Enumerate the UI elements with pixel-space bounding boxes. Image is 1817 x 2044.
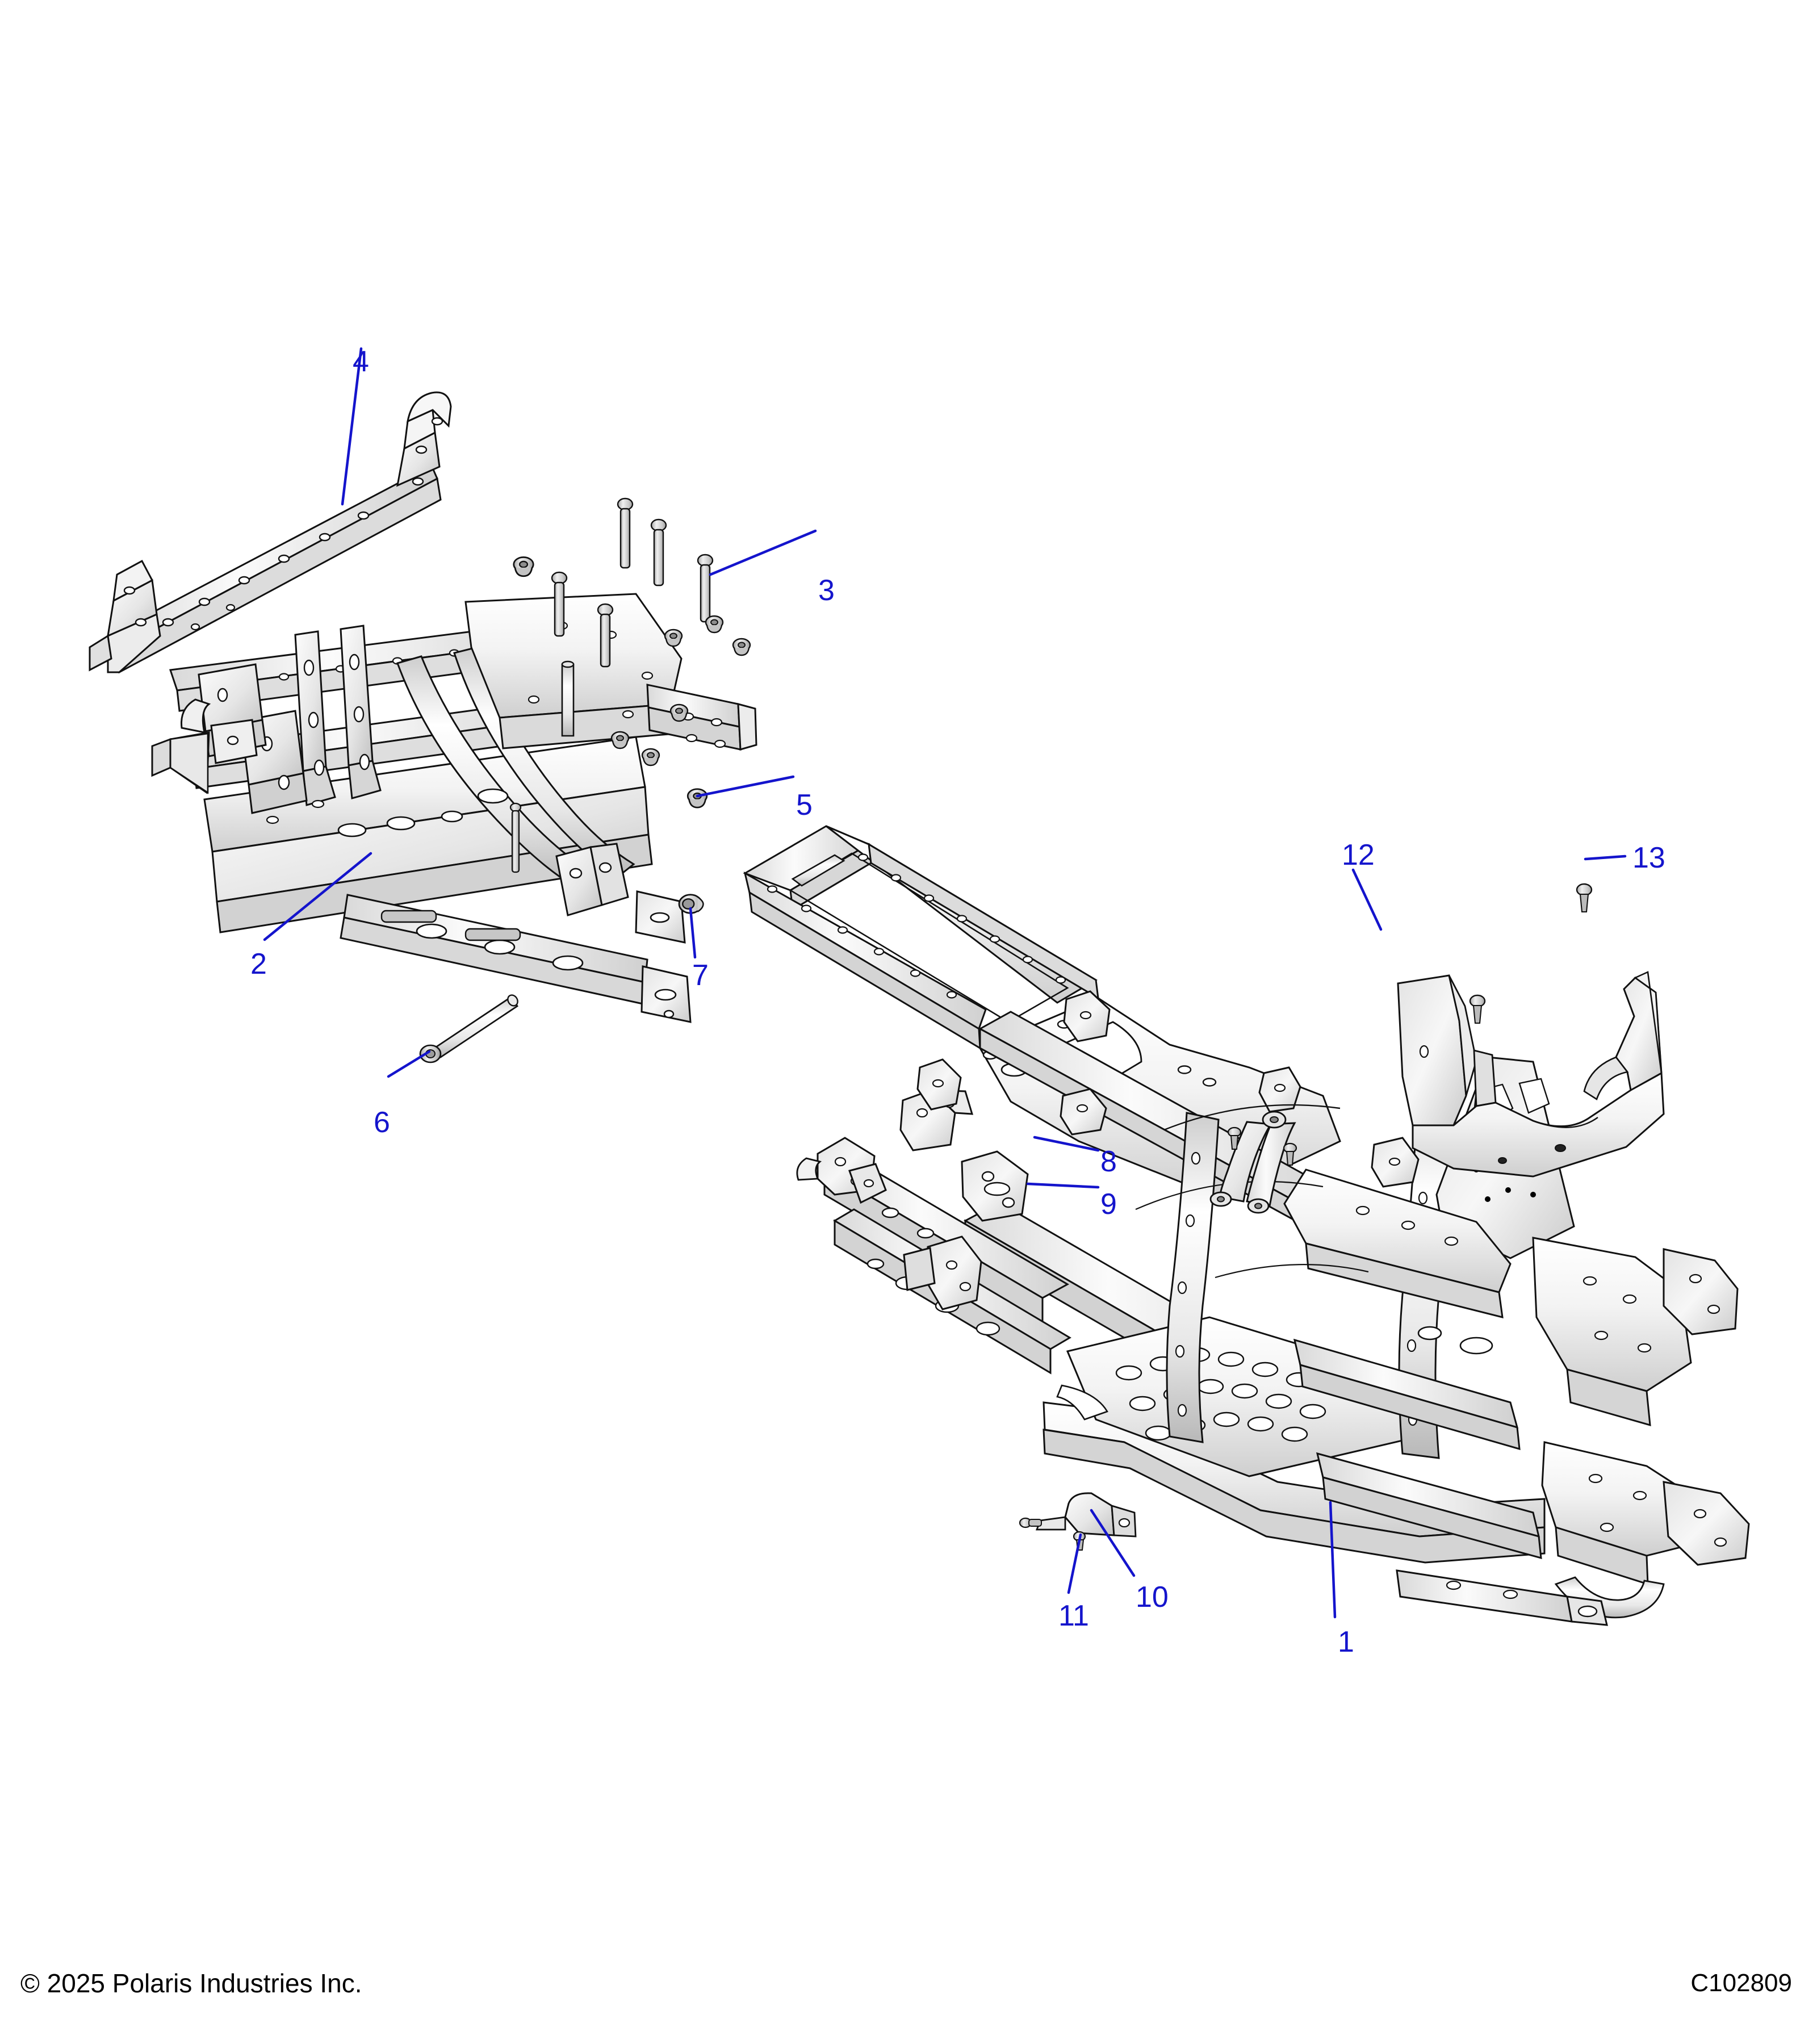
callout-leader-4 bbox=[341, 347, 363, 506]
part-1-main-frame-weldment bbox=[743, 825, 1750, 1626]
callout-leader-5 bbox=[696, 775, 795, 798]
flange-bolt-inner bbox=[509, 802, 522, 873]
flange-bolt bbox=[617, 497, 634, 569]
part-6-pivot-bolt-long bbox=[419, 994, 518, 1063]
callout-leader-1 bbox=[1329, 1501, 1337, 1619]
callout-leader-7 bbox=[689, 907, 697, 959]
part-10-cable-guide-bracket bbox=[1035, 1492, 1137, 1538]
part-5-flange-nut bbox=[686, 788, 708, 809]
callout-leader-11 bbox=[1067, 1533, 1082, 1594]
callout-number-1[interactable]: 1 bbox=[1338, 1626, 1354, 1658]
callout-leader-6 bbox=[387, 1050, 431, 1078]
part-13-screw-guard bbox=[1469, 883, 1593, 1024]
callout-number-4[interactable]: 4 bbox=[353, 345, 369, 378]
callout-number-13[interactable]: 13 bbox=[1632, 841, 1665, 874]
part-3-bolt-cluster bbox=[513, 497, 714, 668]
part-8-screw-self-tapping bbox=[1227, 1126, 1297, 1166]
callout-number-3[interactable]: 3 bbox=[818, 574, 835, 607]
callout-leader-12 bbox=[1351, 868, 1383, 931]
callout-number-2[interactable]: 2 bbox=[250, 948, 267, 981]
callout-leader-2 bbox=[263, 852, 372, 941]
part-2-rear-frame-weldment bbox=[151, 593, 757, 1023]
callout-leader-13 bbox=[1584, 855, 1627, 861]
copyright-notice: © 2025 Polaris Industries Inc. bbox=[20, 1968, 362, 1998]
callout-number-10[interactable]: 10 bbox=[1136, 1581, 1169, 1614]
flange-nut bbox=[513, 556, 534, 577]
flange-bolt bbox=[597, 603, 614, 668]
callout-number-9[interactable]: 9 bbox=[1100, 1188, 1117, 1221]
flange-bolt bbox=[551, 571, 568, 637]
callout-leader-8 bbox=[1033, 1136, 1100, 1152]
part-7-flange-nut-small bbox=[678, 894, 704, 914]
drawing-number: C102809 bbox=[1690, 1969, 1792, 1997]
callout-number-7[interactable]: 7 bbox=[692, 959, 709, 992]
callout-leader-9 bbox=[1026, 1182, 1100, 1189]
callout-leader-10 bbox=[1090, 1509, 1136, 1577]
part-12-skid-plate-guard bbox=[1397, 971, 1665, 1178]
callout-number-8[interactable]: 8 bbox=[1100, 1145, 1117, 1178]
callout-number-5[interactable]: 5 bbox=[796, 789, 813, 822]
callout-leader-3 bbox=[709, 529, 817, 576]
part-4-rear-crossmember bbox=[89, 391, 452, 674]
callout-number-11[interactable]: 11 bbox=[1058, 1599, 1089, 1632]
flange-bolt bbox=[697, 554, 714, 623]
callout-number-6[interactable]: 6 bbox=[374, 1106, 390, 1139]
callout-number-12[interactable]: 12 bbox=[1342, 839, 1375, 872]
flange-bolt bbox=[650, 518, 667, 587]
callout-leader-lines bbox=[263, 347, 1627, 1619]
